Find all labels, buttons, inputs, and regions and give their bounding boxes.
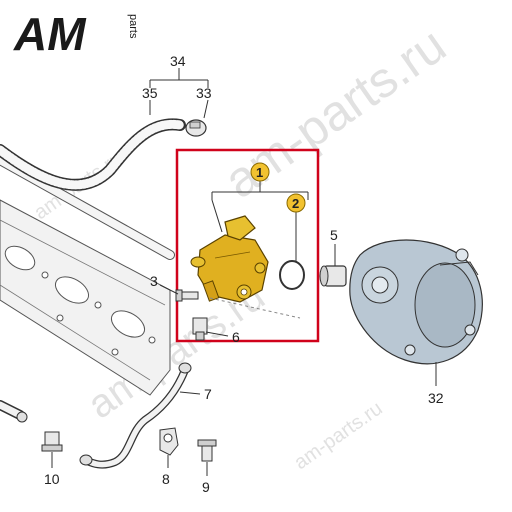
- watermark-small-bottom: am-parts.ru: [290, 397, 386, 474]
- callout-35: 35: [142, 85, 158, 101]
- brand-logo[interactable]: AM parts: [13, 8, 139, 60]
- threaded-fitting[interactable]: [41, 431, 63, 452]
- bushing[interactable]: [319, 265, 347, 287]
- callout-7: 7: [204, 386, 212, 402]
- callout-2-badge-bg: [286, 193, 306, 213]
- callout-1-badge-bg: [250, 162, 270, 182]
- logo-main-text: AM: [13, 8, 87, 60]
- callout-6: 6: [232, 329, 240, 345]
- leader-lines: [51, 68, 437, 476]
- logo-sub-text: parts: [127, 14, 139, 39]
- vacuum-hose: [0, 118, 186, 191]
- bolt[interactable]: [175, 289, 199, 302]
- screw[interactable]: [197, 439, 217, 462]
- callout-9: 9: [202, 479, 210, 495]
- callout-3: 3: [150, 273, 158, 289]
- vacuum-pump[interactable]: [349, 239, 483, 365]
- callout-2: 2: [292, 196, 299, 211]
- o-ring[interactable]: [279, 260, 305, 290]
- callout-8: 8: [162, 471, 170, 487]
- callout-2-badge[interactable]: 2: [286, 193, 306, 213]
- cylinder-head: [0, 155, 175, 396]
- callout-5: 5: [330, 227, 338, 243]
- callout-labels: 34 35 33 1 2 3 5 6 7 8 9 10 32: [44, 53, 444, 495]
- callout-32: 32: [428, 390, 444, 406]
- hose-clamp: [185, 119, 207, 137]
- fuel-pump[interactable]: [190, 215, 269, 303]
- union-fitting[interactable]: [192, 317, 208, 341]
- callout-10: 10: [44, 471, 60, 487]
- watermark-large: am-parts.ru: [214, 17, 456, 209]
- callout-33: 33: [196, 85, 212, 101]
- callout-34: 34: [170, 53, 186, 69]
- callout-1-badge[interactable]: 1: [250, 162, 270, 182]
- highlight-box: [175, 148, 320, 343]
- callout-1: 1: [256, 165, 263, 180]
- short-pipe: [0, 400, 28, 423]
- fuel-line[interactable]: [79, 362, 192, 469]
- pipe-bracket[interactable]: [159, 427, 179, 456]
